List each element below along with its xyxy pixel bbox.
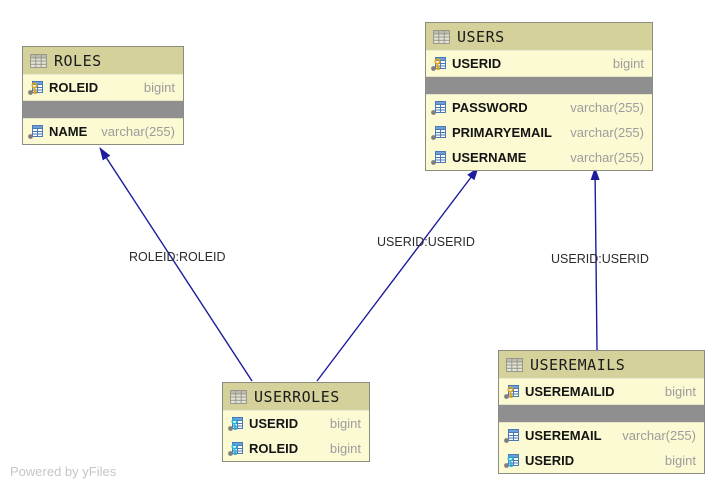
column-type: bigint xyxy=(664,453,696,468)
entity-roles-header[interactable]: ROLES xyxy=(23,47,183,75)
entity-title: USEREMAILS xyxy=(530,355,626,374)
column-name: USERNAME xyxy=(452,150,527,165)
primary-key-icon xyxy=(504,384,520,400)
edge-userroles-users[interactable] xyxy=(316,167,479,382)
foreign-key-icon xyxy=(504,453,520,469)
row-separator xyxy=(426,76,652,95)
column-row-primaryemail[interactable]: PRIMARYEMAIL varchar(255) xyxy=(426,120,652,145)
column-row-roleid[interactable]: ROLEID bigint xyxy=(223,436,369,461)
column-type: bigint xyxy=(612,56,644,71)
column-row-userid[interactable]: USERID bigint xyxy=(223,411,369,436)
entity-users[interactable]: USERS USERID bigint PASSWORD varchar(255… xyxy=(425,22,653,171)
foreign-key-icon xyxy=(228,416,244,432)
entity-title: ROLES xyxy=(54,51,102,70)
column-type: bigint xyxy=(329,416,361,431)
column-icon xyxy=(431,100,447,116)
column-name: USEREMAIL xyxy=(525,428,602,443)
column-type: varchar(255) xyxy=(101,124,175,139)
column-type: varchar(255) xyxy=(622,428,696,443)
column-name: USERID xyxy=(525,453,575,468)
column-name: USEREMAILID xyxy=(525,384,615,399)
row-separator xyxy=(499,404,704,423)
column-row-userid[interactable]: USERID bigint xyxy=(426,51,652,76)
column-row-username[interactable]: USERNAME varchar(255) xyxy=(426,145,652,170)
column-name: USERID xyxy=(249,416,299,431)
column-type: varchar(255) xyxy=(570,125,644,140)
row-separator xyxy=(23,100,183,119)
entity-title: USERROLES xyxy=(254,387,340,406)
entity-useremails-header[interactable]: USEREMAILS xyxy=(499,351,704,379)
entity-useremails[interactable]: USEREMAILS USEREMAILID bigint USEREMAIL … xyxy=(498,350,705,474)
column-row-userid[interactable]: USERID bigint xyxy=(499,448,704,473)
column-row-useremailid[interactable]: USEREMAILID bigint xyxy=(499,379,704,404)
column-icon xyxy=(431,150,447,166)
column-name: ROLEID xyxy=(249,441,299,456)
yfiles-watermark[interactable]: Powered by yFiles xyxy=(10,464,117,479)
column-name: USERID xyxy=(452,56,502,71)
table-icon xyxy=(433,29,450,44)
entity-users-header[interactable]: USERS xyxy=(426,23,652,51)
table-icon xyxy=(30,53,47,68)
column-type: bigint xyxy=(664,384,696,399)
entity-title: USERS xyxy=(457,27,505,46)
column-type: varchar(255) xyxy=(570,150,644,165)
table-icon xyxy=(230,389,247,404)
edge-label-roleid-roleid[interactable]: ROLEID:ROLEID xyxy=(129,250,226,264)
column-name: ROLEID xyxy=(49,80,99,95)
column-row-name[interactable]: NAME varchar(255) xyxy=(23,119,183,144)
column-name: PASSWORD xyxy=(452,100,528,115)
table-icon xyxy=(506,357,523,372)
column-type: varchar(255) xyxy=(570,100,644,115)
primary-key-icon xyxy=(431,56,447,72)
entity-userroles-header[interactable]: USERROLES xyxy=(223,383,369,411)
entity-roles[interactable]: ROLES ROLEID bigint NAME varchar(255) xyxy=(22,46,184,145)
edge-userroles-roles[interactable] xyxy=(99,147,253,382)
column-icon xyxy=(504,428,520,444)
column-row-password[interactable]: PASSWORD varchar(255) xyxy=(426,95,652,120)
primary-key-icon xyxy=(28,80,44,96)
column-type: bigint xyxy=(143,80,175,95)
foreign-key-icon xyxy=(228,441,244,457)
column-name: NAME xyxy=(49,124,88,139)
column-row-useremail[interactable]: USEREMAIL varchar(255) xyxy=(499,423,704,448)
column-row-roleid[interactable]: ROLEID bigint xyxy=(23,75,183,100)
edge-label-userid-userid-useremails[interactable]: USERID:USERID xyxy=(551,252,649,266)
column-type: bigint xyxy=(329,441,361,456)
edge-useremails-users[interactable] xyxy=(590,167,600,351)
column-icon xyxy=(28,124,44,140)
column-name: PRIMARYEMAIL xyxy=(452,125,552,140)
column-icon xyxy=(431,125,447,141)
entity-userroles[interactable]: USERROLES USERID bigint ROLEID bigint xyxy=(222,382,370,462)
edge-label-userid-userid-userroles[interactable]: USERID:USERID xyxy=(377,235,475,249)
